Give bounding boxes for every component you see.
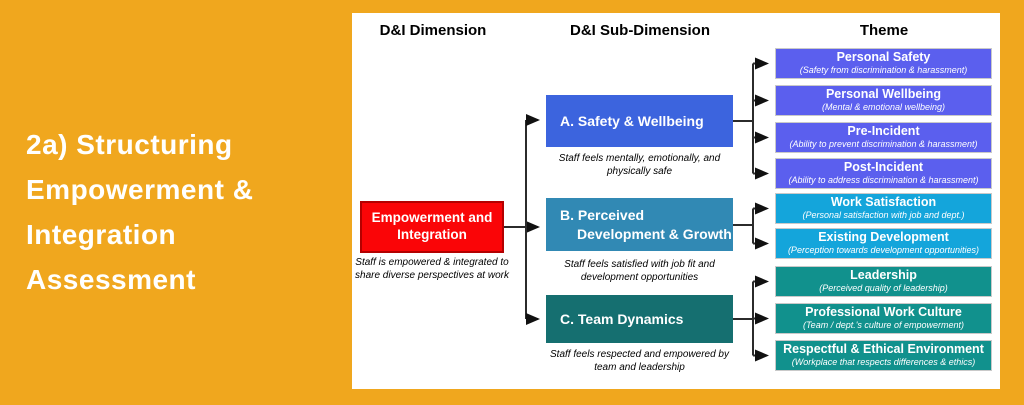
theme-title: Personal Safety xyxy=(836,50,931,65)
theme-box-existing-development: Existing Development (Perception towards… xyxy=(775,228,992,259)
theme-title: Professional Work Culture xyxy=(805,305,962,320)
theme-subtitle: (Team / dept.'s culture of empowerment) xyxy=(803,320,964,331)
theme-subtitle: (Perception towards development opportun… xyxy=(787,245,980,256)
theme-box-respectful-ethical-environment: Respectful & Ethical Environment (Workpl… xyxy=(775,340,992,371)
column-header-sub-dimension: D&I Sub-Dimension xyxy=(569,22,710,39)
sub-dimension-box-safety-wellbeing: A. Safety & Wellbeing xyxy=(546,95,733,147)
theme-title: Pre-Incident xyxy=(847,124,920,139)
theme-box-professional-work-culture: Professional Work Culture (Team / dept.'… xyxy=(775,303,992,334)
theme-title: Existing Development xyxy=(818,230,949,245)
sub-dimension-caption-a: Staff feels mentally, emotionally, and p… xyxy=(558,153,721,177)
sub-dimension-label: B. Perceived Development & Growth xyxy=(560,207,732,242)
sub-dimension-caption-b: Staff feels satisfied with job fit and d… xyxy=(564,259,715,283)
theme-box-pre-incident: Pre-Incident (Ability to prevent discrim… xyxy=(775,122,992,153)
theme-title: Personal Wellbeing xyxy=(825,87,942,102)
dimension-caption: Staff is empowered & integrated to share… xyxy=(355,257,509,281)
theme-box-personal-safety: Personal Safety (Safety from discriminat… xyxy=(775,48,992,79)
slide-title-line: Empowerment & xyxy=(26,174,254,205)
theme-box-personal-wellbeing: Personal Wellbeing (Mental & emotional w… xyxy=(775,85,992,116)
theme-subtitle: (Workplace that respects differences & e… xyxy=(791,357,976,368)
theme-title: Leadership xyxy=(850,268,917,283)
theme-subtitle: (Mental & emotional wellbeing) xyxy=(821,102,946,113)
sub-dimension-label: C. Team Dynamics xyxy=(560,310,684,327)
theme-box-post-incident: Post-Incident (Ability to address discri… xyxy=(775,158,992,189)
theme-title: Respectful & Ethical Environment xyxy=(783,342,984,357)
column-header-dimension: D&I Dimension xyxy=(379,22,487,39)
slide-title-line: Integration xyxy=(26,219,177,250)
theme-subtitle: (Perceived quality of leadership) xyxy=(819,283,948,294)
theme-title: Work Satisfaction xyxy=(830,195,937,210)
diagram-panel: D&I Dimension D&I Sub-Dimension Theme xyxy=(352,13,1000,389)
sub-dimension-caption-c: Staff feels respected and empowered by t… xyxy=(550,349,729,373)
column-header-theme: Theme xyxy=(859,22,909,39)
slide-title: 2a) Structuring Empowerment & Integratio… xyxy=(26,122,336,302)
sub-dimension-box-perceived-development-growth: B. Perceived Development & Growth xyxy=(546,198,733,251)
theme-subtitle: (Safety from discrimination & harassment… xyxy=(799,65,968,76)
theme-subtitle: (Ability to address discrimination & har… xyxy=(788,175,979,186)
sub-dimension-label: A. Safety & Wellbeing xyxy=(560,112,704,129)
slide-title-line: Assessment xyxy=(26,264,196,295)
theme-title: Post-Incident xyxy=(843,160,924,175)
slide-title-line: 2a) Structuring xyxy=(26,129,233,160)
theme-box-work-satisfaction: Work Satisfaction (Personal satisfaction… xyxy=(775,193,992,224)
theme-box-leadership: Leadership (Perceived quality of leaders… xyxy=(775,266,992,297)
sub-dimension-box-team-dynamics: C. Team Dynamics xyxy=(546,295,733,343)
theme-subtitle: (Ability to prevent discrimination & har… xyxy=(789,139,978,150)
theme-subtitle: (Personal satisfaction with job and dept… xyxy=(802,210,965,221)
dimension-box-empowerment-integration: Empowerment and Integration xyxy=(360,201,504,253)
